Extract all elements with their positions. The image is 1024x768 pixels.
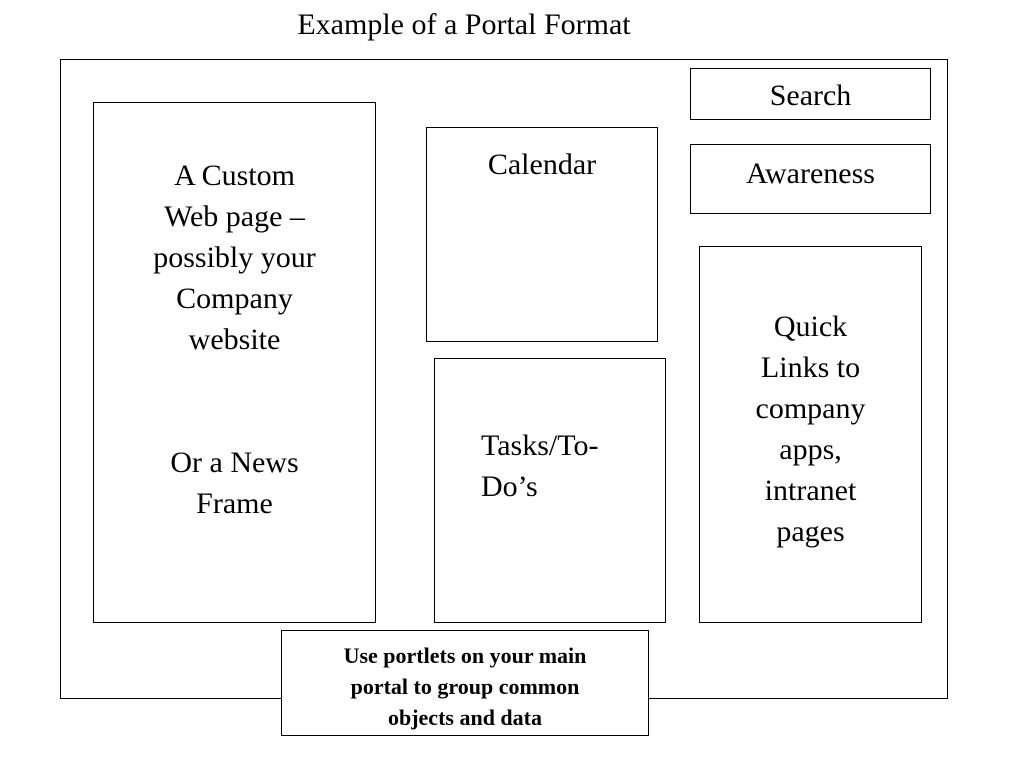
calendar-label: Calendar xyxy=(487,148,597,181)
search-label: Search xyxy=(769,79,852,112)
custom-web-page-line: possibly your xyxy=(153,241,316,274)
awareness-label: Awareness xyxy=(746,157,875,190)
custom-web-page-text: A Custom Web page – possibly your Compan… xyxy=(94,155,375,360)
note-box: Use portlets on your main portal to grou… xyxy=(281,630,649,736)
tasks-text: Tasks/To- Do’s xyxy=(481,425,598,507)
quick-links-line: company xyxy=(755,392,866,425)
custom-web-page-line: Web page – xyxy=(164,200,305,233)
news-frame-line: Or a News xyxy=(170,446,299,479)
note-line: objects and data xyxy=(387,705,542,730)
awareness-portlet: Awareness xyxy=(690,144,931,214)
custom-web-page-line: Company xyxy=(176,282,293,315)
tasks-line: Do’s xyxy=(481,470,538,503)
tasks-portlet: Tasks/To- Do’s xyxy=(434,358,666,623)
quick-links-line: Links to xyxy=(760,351,861,384)
note-text: Use portlets on your main portal to grou… xyxy=(282,640,648,733)
quick-links-line: intranet xyxy=(764,474,857,507)
news-frame-line: Frame xyxy=(196,487,273,520)
quick-links-text: Quick Links to company apps, intranet pa… xyxy=(700,306,921,552)
note-line: Use portlets on your main xyxy=(343,643,587,668)
quick-links-line: pages xyxy=(776,515,845,548)
custom-web-page-portlet: A Custom Web page – possibly your Compan… xyxy=(93,102,376,623)
custom-web-page-line: website xyxy=(188,323,281,356)
news-frame-text: Or a News Frame xyxy=(94,442,375,524)
tasks-line: Tasks/To- xyxy=(481,429,599,462)
search-portlet: Search xyxy=(690,68,931,120)
calendar-portlet: Calendar xyxy=(426,127,658,342)
custom-web-page-line: A Custom xyxy=(174,159,295,192)
quick-links-portlet: Quick Links to company apps, intranet pa… xyxy=(699,246,922,623)
diagram-title: Example of a Portal Format xyxy=(297,8,631,41)
quick-links-line: Quick xyxy=(773,310,848,343)
quick-links-line: apps, xyxy=(779,433,842,466)
note-line: portal to group common xyxy=(350,674,580,699)
